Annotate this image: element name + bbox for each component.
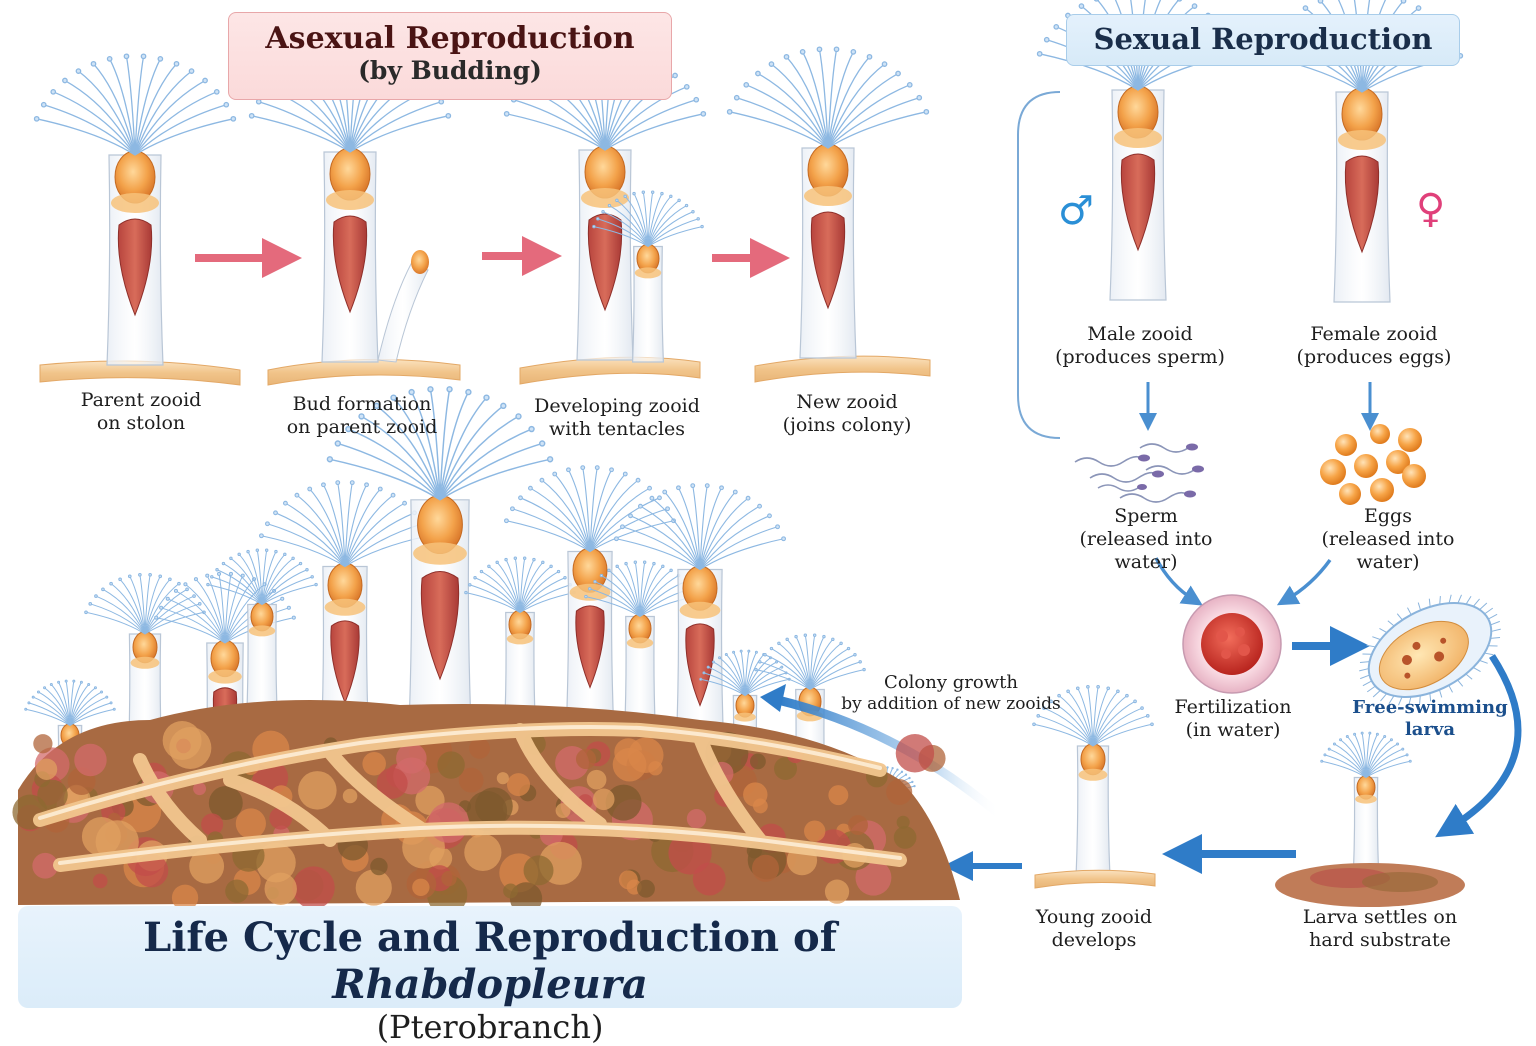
step-parent-zooid: Parent zooid on stolon [80,389,202,435]
female-symbol-icon: ♀ [1416,186,1446,232]
sperm-label: Sperm (released into water) [1079,505,1213,574]
bud-small [377,250,429,363]
female-zooid-label: Female zooid (produces eggs) [1296,323,1452,369]
colony-zooid [326,386,554,736]
egg-cells [1320,424,1426,505]
colony-zooid [584,560,696,733]
main-subtitle: (Pterobranch) [376,1008,604,1046]
illustration-canvas [12,0,1522,915]
fertilized-egg [1182,594,1282,694]
asexual-header: Asexual Reproduction (by Budding) [228,12,672,100]
asexual-arrows [195,236,790,278]
sexual-bracket [1017,91,1061,439]
step-bud-formation: Bud formation on parent zooid [286,393,438,439]
colony-zooid [206,548,318,721]
sperm-cells [1074,443,1204,503]
larva-to-settle-arrow [1435,654,1522,838]
main-title-box: Life Cycle and Reproduction of Rhabdople… [18,906,962,1046]
larva [1359,594,1501,706]
asexual-title: Asexual Reproduction [265,21,635,56]
zooid-parent [33,53,237,366]
sperm-to-fertilization-arrow [1154,557,1203,606]
male-zooid-label: Male zooid (produces sperm) [1055,323,1225,369]
main-title: Life Cycle and Reproduction of Rhabdople… [143,914,837,1008]
zooid-young [1032,684,1154,873]
fertilization-label: Fertilization (in water) [1174,696,1292,742]
larva-label: Free-swimming larva [1352,697,1508,740]
colony-growth-label: Colony growth by addition of new zooids [841,672,1061,714]
step-new-zooid: New zooid (joins colony) [782,391,912,437]
settle-label: Larva settles on hard substrate [1302,906,1458,952]
zooid-layer [24,0,1464,873]
zooid-new [726,46,930,359]
settle-substrate [1275,863,1465,907]
sexual-title: Sexual Reproduction [1093,22,1433,56]
colony-growth-arrow [776,695,1003,819]
step-developing-zooid: Developing zooid with tentacles [534,395,700,441]
colony-zooid [614,483,786,749]
asexual-stolons [39,355,931,386]
main-title-genus: Rhabdopleura [332,961,648,1008]
bud-developing [592,190,704,363]
zooid-female [1260,0,1464,303]
asexual-subtitle: (by Budding) [358,56,542,85]
young-zooid-label: Young zooid develops [1035,906,1153,952]
eggs-to-fertilization-arrow [1276,558,1332,606]
male-symbol-icon: ♂ [1058,188,1094,234]
sexual-header: Sexual Reproduction [1066,14,1460,66]
zooid-male [1036,0,1240,301]
zooid-settled [1320,731,1412,873]
colony-zooid [504,465,676,731]
eggs-label: Eggs (released into water) [1321,505,1455,574]
colony-zooid [464,556,576,729]
colony-stolon-highlights [38,725,902,865]
